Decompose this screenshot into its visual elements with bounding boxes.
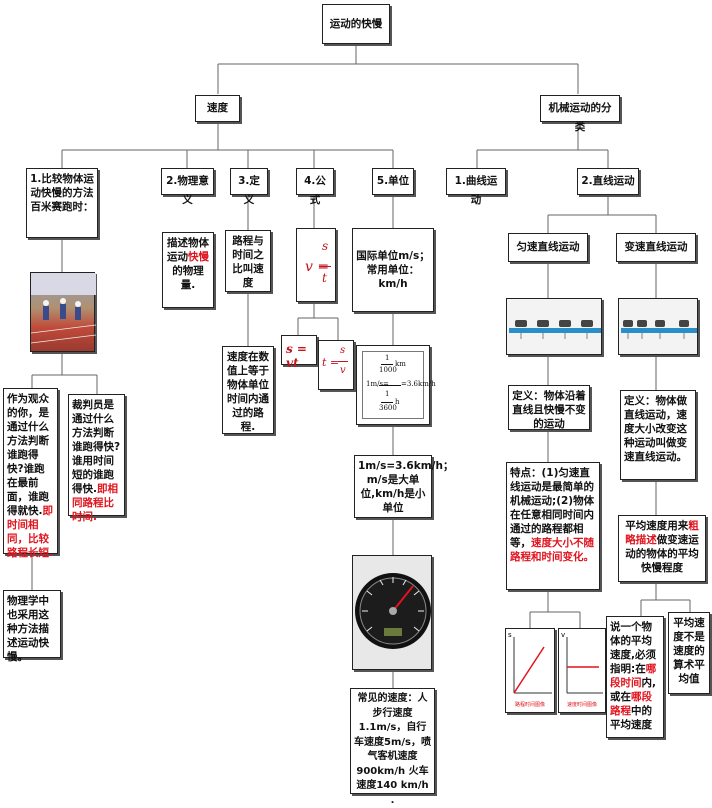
speedometer-image [352, 555, 432, 670]
formula-tsv-t: t = [322, 356, 340, 369]
formula-v: v = [305, 259, 330, 275]
formula-s-vt: s = vt [281, 335, 317, 370]
uniform-feat-a: 特点：(1)匀速直线运动是最简单的机械运动;(2)物体在任意相同时间内通过的路程… [510, 467, 595, 549]
observer-text-a: 作为观众的你，是通过什么方法判断谁跑得快?谁跑在最前面，谁跑得就快. [7, 393, 49, 517]
variable-motion-node: 变速直线运动 [616, 233, 696, 262]
conv-1000: 1000 [379, 366, 397, 374]
uniform-definition-text: 定义：物体沿着直线且快慢不变的运动 [508, 385, 590, 430]
formula-t: t [322, 271, 327, 285]
formula-s: s [322, 239, 329, 253]
conv-one-b: 1 [385, 390, 390, 398]
uniform-motion-image [506, 298, 602, 355]
graph2-axis-v: v [561, 631, 566, 639]
uniform-motion-node: 匀速直线运动 [508, 233, 588, 262]
distance-time-graph: s 路程时间图像 [505, 628, 555, 713]
formula-fraction-bar [319, 266, 331, 267]
curve-motion-node: 1.曲线运动 [446, 168, 506, 206]
formula-v-s-t: v = s t [296, 228, 336, 302]
avg-text-red: 粗略描述 [625, 520, 699, 546]
graph1-caption: 路程时间图像 [514, 702, 545, 708]
conv-bar-small [381, 364, 393, 365]
judge-text-red: 即相同路程比时间. [72, 483, 118, 523]
avg-note-red1: 哪段时间 [610, 663, 657, 689]
uniform-feat-red: 速度大小不随路程和时间变化。 [510, 537, 594, 563]
mech-classification-node: 机械运动的分类 [540, 95, 620, 133]
phys-text-b: 的物理量. [172, 265, 204, 291]
observer-text-red: 即时间相同，比较路程长短. [7, 505, 53, 559]
formula-t-s-v: t = s v [318, 340, 354, 390]
unit-text: 国际单位m/s；常用单位：km/h [352, 228, 434, 312]
judge-method-text: 裁判员是通过什么方法判断谁跑得快?谁用时间短的谁跑得快.即相同路程比时间. [68, 394, 125, 523]
judge-text-a: 裁判员是通过什么方法判断谁跑得快?谁用时间短的谁跑得快. [72, 399, 121, 495]
uniform-features-text: 特点：(1)匀速直线运动是最简单的机械运动;(2)物体在任意相同时间内通过的路程… [506, 462, 600, 590]
conv-bar-small-b [381, 402, 393, 403]
average-speed-text: 平均速度用来粗略描述做变速运动的物体的平均快慢程度 [618, 515, 706, 582]
conv-rhs: =3.6km/h [401, 380, 436, 388]
conv-bar-main [379, 385, 401, 386]
physics-method-text: 物理学中也采用这种方法描述运动快慢。 [3, 590, 61, 663]
unit-conversion-text: 1m/s=3.6km/h；m/s是大单位,km/h是小单位 [354, 455, 453, 518]
root-node: 运动的快慢 [322, 4, 390, 44]
straight-motion-node: 2.直线运动 [577, 168, 639, 195]
conv-lhs: 1m/s= [366, 380, 389, 388]
avg-note-b: 内,或在 [610, 677, 656, 703]
variable-definition-text: 定义：物体做直线运动，速度大小改变这种运动叫做变速直线运动。 [620, 390, 696, 480]
observer-method-text: 作为观众的你，是通过什么方法判断谁跑得快?谁跑在最前面，谁跑得就快.即时间相同，… [3, 388, 58, 559]
average-speed-note: 说一个物体的平均速度,必须指明:在哪段时间内,或在哪段路程中的平均速度 [606, 616, 664, 738]
conv-one: 1 [385, 354, 390, 362]
physical-meaning-node: 2.物理意义 [161, 168, 214, 206]
phys-text-red: 快慢 [188, 251, 209, 263]
physical-meaning-text: 描述物体运动快慢的物理量. [162, 232, 214, 308]
average-not-arithmetic-text: 平均速度不是速度的算术平均值 [668, 612, 710, 694]
common-speeds-text: 常见的速度：人步行速度1.1m/s，自行车速度5m/s，喷气客机速度900km/… [350, 688, 435, 806]
definition-text: 路程与时间之比叫速度 [225, 230, 271, 292]
race-photo [30, 272, 97, 352]
variable-motion-image [618, 298, 698, 355]
conv-km: km [395, 360, 406, 368]
unit-node: 5.单位 [372, 168, 414, 195]
unit-conversion-formula: 1 km 1000 1m/s= =3.6km/h 1 h 3600 [356, 345, 436, 425]
graph1-axis-s: s [508, 631, 512, 639]
definition-node: 3.定义 [230, 168, 268, 206]
formula-tsv-v: v [340, 365, 346, 376]
graph2-caption: 速度时间图像 [566, 702, 597, 708]
compare-method-node: 1.比较物体运动快慢的方法 百米赛跑时： [26, 168, 98, 238]
formula-tsv-s: s [340, 345, 346, 356]
conv-frame [362, 351, 424, 419]
formula-tsv-bar [338, 361, 348, 362]
phys-text-a: 描述物体运动 [167, 237, 209, 263]
velocity-time-graph: v 速度时间图像 [558, 628, 606, 713]
formula-svt-text: s = vt [286, 342, 307, 370]
definition-numeric-text: 速度在数值上等于物体单位时间内通过的路程. [222, 346, 274, 434]
avg-note-a: 说一个物体的平均速度,必须指明:在 [610, 621, 656, 675]
conv-h: h [395, 398, 400, 406]
speed-node: 速度 [195, 95, 240, 122]
avg-text-b: 做变速运动的物体的平均快慢程度 [625, 534, 699, 574]
avg-text-a: 平均速度用来 [625, 520, 689, 532]
conv-3600: 3600 [379, 404, 397, 412]
avg-note-c: 中的平均速度 [610, 705, 652, 731]
formula-node: 4.公式 [296, 168, 334, 206]
avg-note-red2: 哪段路程 [610, 691, 652, 717]
